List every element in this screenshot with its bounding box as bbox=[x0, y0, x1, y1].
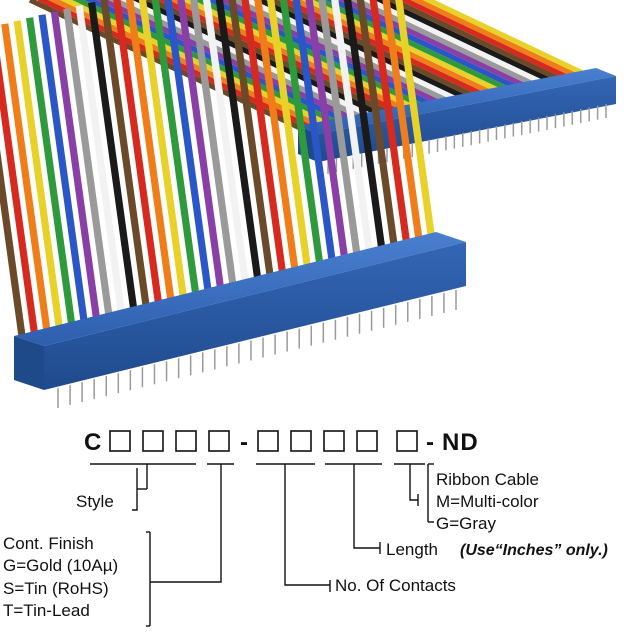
back-wire bbox=[374, 0, 551, 83]
label-ribbon-multi: M=Multi-color bbox=[436, 492, 539, 511]
front-wire bbox=[138, 0, 187, 297]
back-wire bbox=[277, 0, 482, 96]
front-wire bbox=[63, 8, 113, 316]
front-wire bbox=[267, 0, 311, 267]
pn-separator: - bbox=[240, 429, 249, 456]
part-number-diagram: C - - ND bbox=[3, 429, 608, 627]
label-style: Style bbox=[76, 492, 114, 511]
front-wire bbox=[215, 0, 262, 279]
front-wire bbox=[241, 0, 286, 273]
front-wire bbox=[88, 2, 138, 310]
label-finish-gold: G=Gold (10Aµ) bbox=[3, 556, 118, 575]
label-finish-tin-lead: T=Tin-Lead bbox=[3, 601, 90, 620]
front-wire bbox=[369, 0, 410, 242]
front-wire bbox=[292, 0, 336, 261]
label-length: Length bbox=[386, 540, 438, 559]
front-wire bbox=[254, 0, 299, 270]
front-wire bbox=[228, 0, 274, 276]
pn-box-style-3 bbox=[175, 430, 197, 452]
label-finish-title: Cont. Finish bbox=[3, 534, 94, 553]
connector-front bbox=[14, 232, 466, 408]
front-wire bbox=[75, 5, 125, 313]
pins-front bbox=[57, 290, 457, 408]
pn-box-style bbox=[109, 430, 131, 452]
front-wire bbox=[151, 0, 200, 294]
pn-box-contacts-2 bbox=[290, 430, 312, 452]
pn-box-style-2 bbox=[142, 430, 164, 452]
pn-prefix: C bbox=[84, 429, 102, 456]
pn-box-contacts-1 bbox=[257, 430, 279, 452]
front-wire bbox=[305, 0, 348, 258]
cable-front-wires bbox=[0, 0, 435, 337]
front-wire bbox=[0, 149, 26, 337]
front-wire bbox=[26, 17, 76, 325]
pn-boxes-group-1 bbox=[109, 430, 230, 452]
front-wire bbox=[113, 0, 162, 303]
pn-suffix: ND bbox=[442, 429, 479, 456]
back-wire bbox=[386, 0, 560, 81]
leader-lines bbox=[132, 463, 434, 627]
back-wire bbox=[410, 0, 577, 78]
front-wire bbox=[190, 0, 237, 285]
front-wire bbox=[100, 0, 150, 306]
front-wire bbox=[164, 0, 212, 291]
back-wire bbox=[362, 0, 542, 85]
front-wire bbox=[1, 23, 51, 331]
front-wire bbox=[0, 55, 38, 334]
leader-ticks bbox=[329, 494, 419, 592]
front-wire bbox=[343, 0, 386, 249]
pn-box-length-2 bbox=[356, 430, 378, 452]
pn-suffix-separator: - bbox=[426, 429, 435, 456]
pn-boxes-group-2 bbox=[257, 430, 418, 452]
front-wire bbox=[331, 0, 373, 252]
back-wire bbox=[350, 0, 534, 86]
front-wire bbox=[177, 0, 224, 288]
front-wire bbox=[279, 0, 324, 264]
front-wire bbox=[356, 0, 398, 245]
front-wire bbox=[395, 0, 435, 236]
pn-box-ribbon bbox=[396, 430, 418, 452]
back-wire bbox=[313, 0, 508, 91]
front-wire bbox=[126, 0, 175, 300]
back-wire bbox=[422, 0, 585, 76]
ribbon-cable-photo bbox=[0, 0, 616, 408]
label-finish-tin: S=Tin (RoHS) bbox=[3, 579, 109, 598]
pn-box-length-1 bbox=[323, 430, 345, 452]
pn-box-finish bbox=[208, 430, 230, 452]
label-length-note: (Use“Inches” only.) bbox=[460, 542, 608, 559]
front-wire bbox=[318, 0, 361, 255]
front-wire bbox=[382, 0, 423, 239]
label-ribbon-gray: G=Gray bbox=[436, 514, 496, 533]
front-wire bbox=[50, 11, 100, 319]
front-wire bbox=[202, 0, 249, 282]
front-wire bbox=[13, 20, 63, 328]
label-contacts: No. Of Contacts bbox=[335, 576, 456, 595]
back-wire bbox=[398, 0, 568, 80]
front-wire bbox=[38, 14, 88, 322]
label-ribbon-title: Ribbon Cable bbox=[436, 470, 539, 489]
